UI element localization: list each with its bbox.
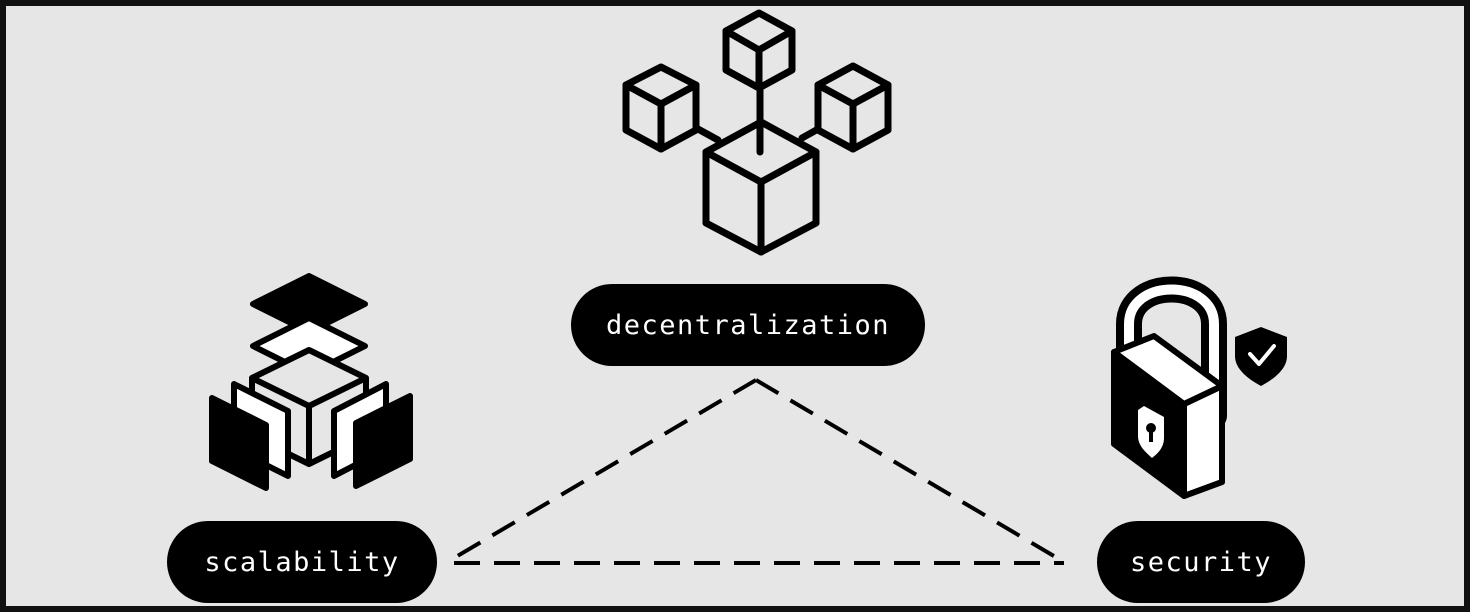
decentralization-label: decentralization	[571, 284, 925, 366]
security-label: security	[1097, 521, 1305, 603]
edge-decentralization-security	[754, 378, 1066, 564]
security-text: security	[1129, 546, 1273, 578]
layered-cube-icon	[209, 273, 413, 491]
diagram-artwork	[209, 9, 1287, 565]
scalability-text: scalability	[204, 546, 400, 578]
padlock-icon	[1111, 276, 1227, 499]
trilemma-triangle	[452, 378, 1066, 565]
edge-decentralization-scalability	[452, 378, 758, 560]
decentralization-text: decentralization	[605, 309, 891, 341]
diagram-canvas: decentralization scalability security	[6, 6, 1464, 606]
blockchain-network-cubes-icon	[622, 9, 892, 256]
scalability-label: scalability	[167, 521, 437, 603]
shield-check-icon	[1235, 327, 1287, 386]
